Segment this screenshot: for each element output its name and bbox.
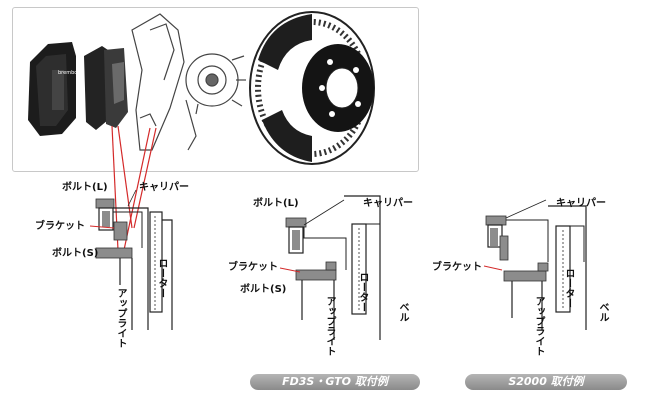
label-bell-3: ベル	[597, 302, 608, 322]
rotor-part	[149, 211, 163, 313]
label-upright-3: アップライト	[533, 296, 544, 356]
label-bolt-s-1: ボルト(S)	[52, 248, 99, 259]
caliper-outline	[113, 207, 149, 330]
label-bolt-l-1: ボルト(L)	[62, 182, 108, 193]
label-rotor-1: ローター	[156, 258, 167, 298]
caliper-brand-mark: brembo	[58, 70, 77, 76]
section-diagram-2	[279, 195, 381, 340]
label-caliper-3: キャリパー	[556, 198, 606, 209]
label-bracket-3: ブラケット	[432, 262, 482, 273]
section-diagram-3	[483, 199, 587, 330]
label-rotor-2: ローター	[357, 272, 368, 312]
bolt-s-part	[95, 247, 133, 259]
label-bolt-s-2: ボルト(S)	[240, 284, 287, 295]
caption-s2000: S2000 取付例	[465, 374, 627, 390]
upright-hub-illustration	[131, 13, 246, 151]
bolt-l-part	[95, 198, 115, 209]
section-diagram-1	[89, 189, 173, 330]
label-upright-2: アップライト	[324, 296, 335, 356]
label-bolt-l-2: ボルト(L)	[253, 198, 299, 209]
label-caliper-1: キャリパー	[139, 182, 189, 193]
caption-fd3s-gto: FD3S・GTO 取付例	[250, 374, 420, 390]
bracket-part	[113, 221, 128, 241]
label-rotor-3: ローター	[563, 268, 574, 308]
rotor-illustration	[249, 11, 375, 165]
label-upright-1: アップライト	[115, 288, 126, 348]
caliper-illustration: brembo	[28, 42, 77, 136]
label-bracket-1: ブラケット	[35, 221, 85, 232]
label-bracket-2: ブラケット	[228, 262, 278, 273]
brake-pads-illustration	[84, 46, 128, 130]
label-bell-2: ベル	[397, 302, 408, 322]
label-caliper-2: キャリパー	[363, 198, 413, 209]
